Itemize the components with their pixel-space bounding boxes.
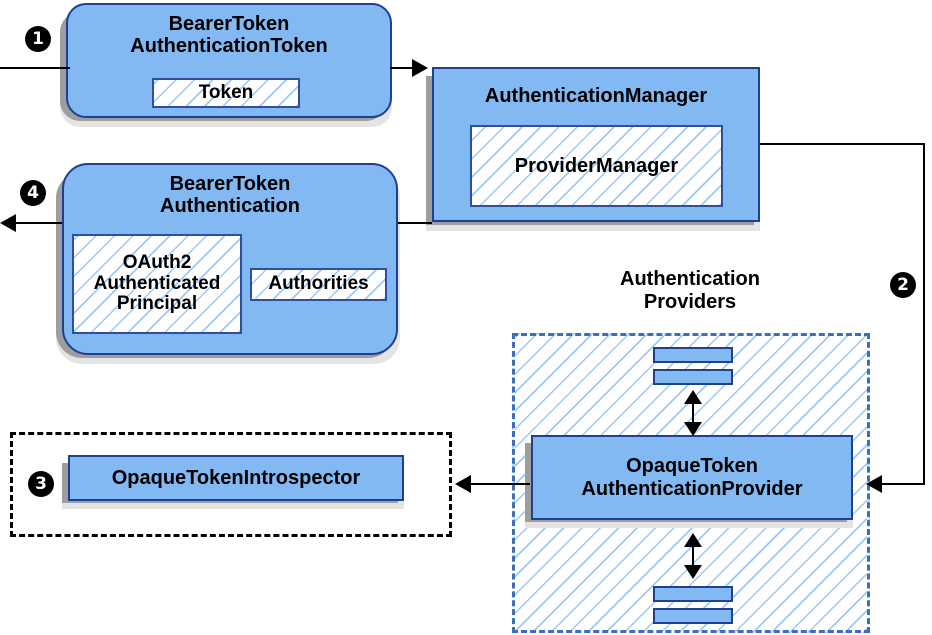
provider-link-line-top bbox=[692, 396, 694, 430]
marker-4: 4 bbox=[20, 180, 46, 206]
provider-to-introspector-line bbox=[470, 483, 530, 485]
authentication-providers-caption-line1: Authentication bbox=[620, 268, 760, 290]
manager-to-provider-line-top bbox=[760, 143, 925, 145]
marker-2: 2 bbox=[890, 272, 916, 298]
provider-link-arrow-up-bottom bbox=[684, 533, 702, 547]
marker-1: 1 bbox=[25, 26, 51, 52]
provider-link-arrow-up-top bbox=[684, 390, 702, 404]
provider-bar-top-2[interactable] bbox=[653, 369, 733, 385]
provider-bar-bottom-1[interactable] bbox=[653, 586, 733, 602]
authentication-manager-title: AuthenticationManager bbox=[484, 85, 708, 107]
principal-line1: OAuth2 bbox=[122, 251, 192, 273]
opaque-token-provider-title-line1: OpaqueToken bbox=[626, 455, 758, 478]
principal-line2: Authenticated bbox=[93, 272, 221, 294]
authorities-subbox[interactable]: Authorities bbox=[250, 268, 387, 301]
opaque-token-introspector-container bbox=[10, 432, 452, 537]
bearer-token-authentication-token-title-line2: AuthenticationToken bbox=[130, 35, 328, 58]
bearer-token-authentication-title-line1: BearerToken bbox=[169, 173, 291, 195]
provider-to-introspector-arrowhead bbox=[455, 475, 471, 493]
provider-bar-bottom-2[interactable] bbox=[653, 608, 733, 624]
manager-to-provider-line-vertical bbox=[923, 143, 925, 485]
provider-link-line-bottom bbox=[692, 539, 694, 573]
token-to-manager-arrowhead bbox=[412, 59, 428, 77]
incoming-request-line bbox=[0, 67, 70, 69]
opaque-token-introspector-node[interactable]: OpaqueTokenIntrospector bbox=[68, 455, 404, 501]
bearer-token-authentication-title-line2: Authentication bbox=[160, 195, 300, 218]
manager-to-provider-arrowhead bbox=[866, 475, 882, 493]
provider-manager-subbox[interactable]: ProviderManager bbox=[470, 125, 723, 207]
manager-to-authentication-line bbox=[398, 222, 432, 224]
marker-3: 3 bbox=[28, 471, 54, 497]
provider-link-arrow-down-top bbox=[684, 422, 702, 436]
opaque-token-authentication-provider-node[interactable]: OpaqueToken AuthenticationProvider bbox=[531, 435, 853, 520]
authentication-providers-caption-line2: Providers bbox=[643, 291, 737, 313]
provider-link-arrow-down-bottom bbox=[684, 565, 702, 579]
principal-line3: Principal bbox=[116, 293, 198, 315]
authentication-providers-caption: Authentication Providers bbox=[560, 268, 820, 314]
bearer-token-authentication-token-title-line1: BearerToken bbox=[168, 13, 290, 35]
token-subbox[interactable]: Token bbox=[152, 78, 300, 108]
provider-bar-top-1[interactable] bbox=[653, 347, 733, 363]
token-to-manager-line bbox=[390, 67, 416, 69]
oauth2-authenticated-principal-subbox[interactable]: OAuth2 Authenticated Principal bbox=[72, 234, 242, 334]
opaque-token-provider-title-line2: AuthenticationProvider bbox=[581, 477, 803, 500]
manager-to-provider-line-bottom bbox=[872, 483, 925, 485]
outgoing-authentication-line bbox=[14, 222, 62, 224]
outgoing-authentication-arrowhead bbox=[0, 214, 16, 232]
